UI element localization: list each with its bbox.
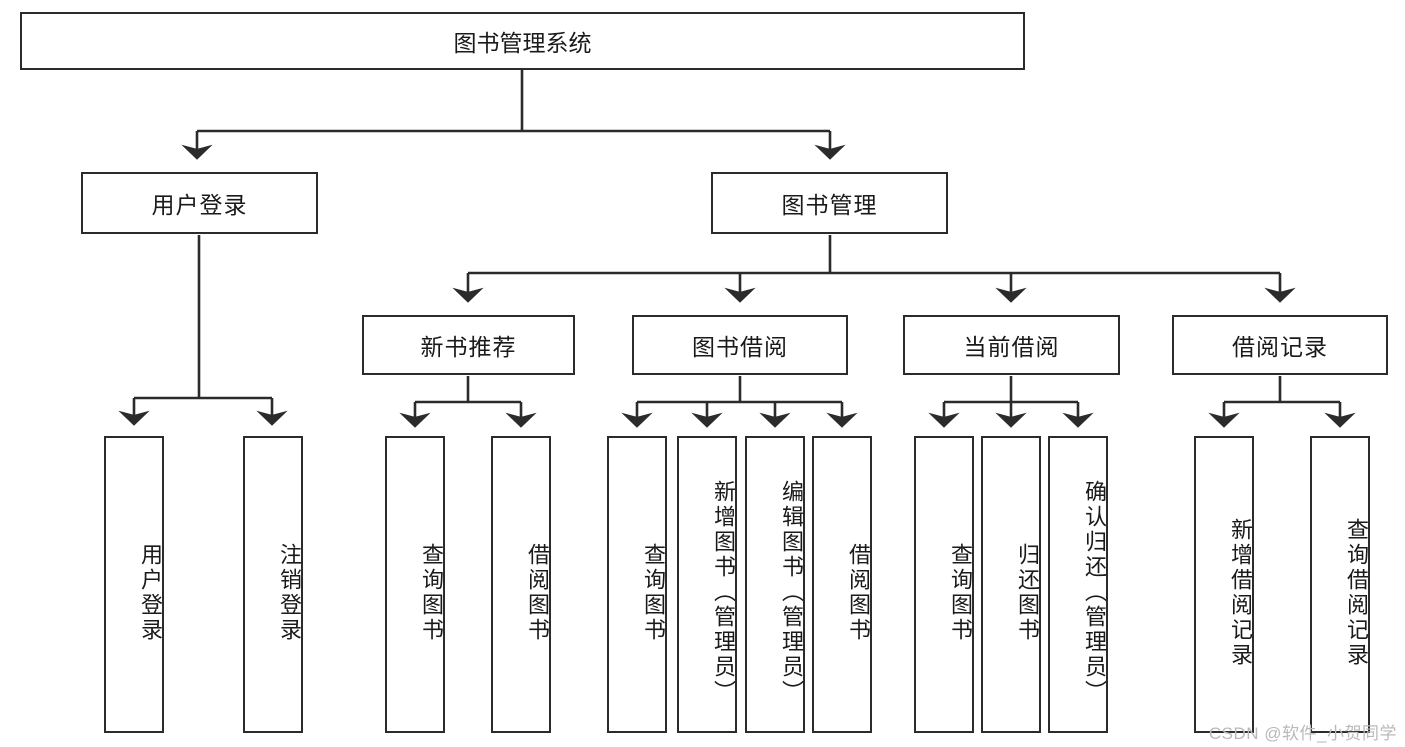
leaf-edit-book-label: 编辑图书（管理员） <box>779 480 804 705</box>
leaf-query-record[interactable]: 查询借阅记录 <box>1310 436 1370 733</box>
leaf-user-login-label: 用户登录 <box>138 542 163 643</box>
node-user-login[interactable]: 用户登录 <box>81 172 318 234</box>
node-book-manage-label: 图书管理 <box>781 192 878 218</box>
leaf-query-book-2[interactable]: 查询图书 <box>607 436 667 733</box>
node-book-borrow-label: 图书借阅 <box>692 334 788 360</box>
node-book-manage[interactable]: 图书管理 <box>711 172 948 234</box>
leaf-return-book[interactable]: 归还图书 <box>981 436 1041 733</box>
leaf-user-login[interactable]: 用户登录 <box>104 436 164 733</box>
node-root[interactable]: 图书管理系统 <box>20 12 1025 70</box>
leaf-query-book-1[interactable]: 查询图书 <box>385 436 445 733</box>
node-new-book-recommend[interactable]: 新书推荐 <box>362 315 575 375</box>
node-root-label: 图书管理系统 <box>453 30 592 56</box>
node-current-borrow-label: 当前借阅 <box>963 334 1060 360</box>
leaf-confirm-return[interactable]: 确认归还（管理员） <box>1048 436 1108 733</box>
leaf-borrow-book-1[interactable]: 借阅图书 <box>491 436 551 733</box>
leaf-query-book-2-label: 查询图书 <box>641 542 666 643</box>
node-new-book-recommend-label: 新书推荐 <box>420 334 517 360</box>
leaf-borrow-book-1-label: 借阅图书 <box>525 542 550 643</box>
node-book-borrow[interactable]: 图书借阅 <box>632 315 848 375</box>
leaf-logout-login[interactable]: 注销登录 <box>243 436 303 733</box>
leaf-borrow-book-2[interactable]: 借阅图书 <box>812 436 872 733</box>
leaf-query-book-1-label: 查询图书 <box>419 542 444 643</box>
leaf-confirm-return-label: 确认归还（管理员） <box>1082 480 1107 705</box>
leaf-query-book-3[interactable]: 查询图书 <box>914 436 974 733</box>
node-borrow-record-label: 借阅记录 <box>1232 334 1328 360</box>
node-current-borrow[interactable]: 当前借阅 <box>903 315 1120 375</box>
leaf-add-book-label: 新增图书（管理员） <box>711 480 736 705</box>
leaf-add-book[interactable]: 新增图书（管理员） <box>677 436 737 733</box>
csdn-watermark: CSDN @软件_小贺同学 <box>1208 724 1397 743</box>
leaf-edit-book[interactable]: 编辑图书（管理员） <box>745 436 805 733</box>
leaf-add-record-label: 新增借阅记录 <box>1228 517 1253 668</box>
leaf-borrow-book-2-label: 借阅图书 <box>846 542 871 643</box>
leaf-query-book-3-label: 查询图书 <box>948 542 973 643</box>
node-user-login-label: 用户登录 <box>151 192 248 218</box>
leaf-add-record[interactable]: 新增借阅记录 <box>1194 436 1254 733</box>
node-borrow-record[interactable]: 借阅记录 <box>1172 315 1388 375</box>
leaf-query-record-label: 查询借阅记录 <box>1344 517 1369 668</box>
leaf-logout-login-label: 注销登录 <box>277 542 302 643</box>
leaf-return-book-label: 归还图书 <box>1015 542 1040 643</box>
